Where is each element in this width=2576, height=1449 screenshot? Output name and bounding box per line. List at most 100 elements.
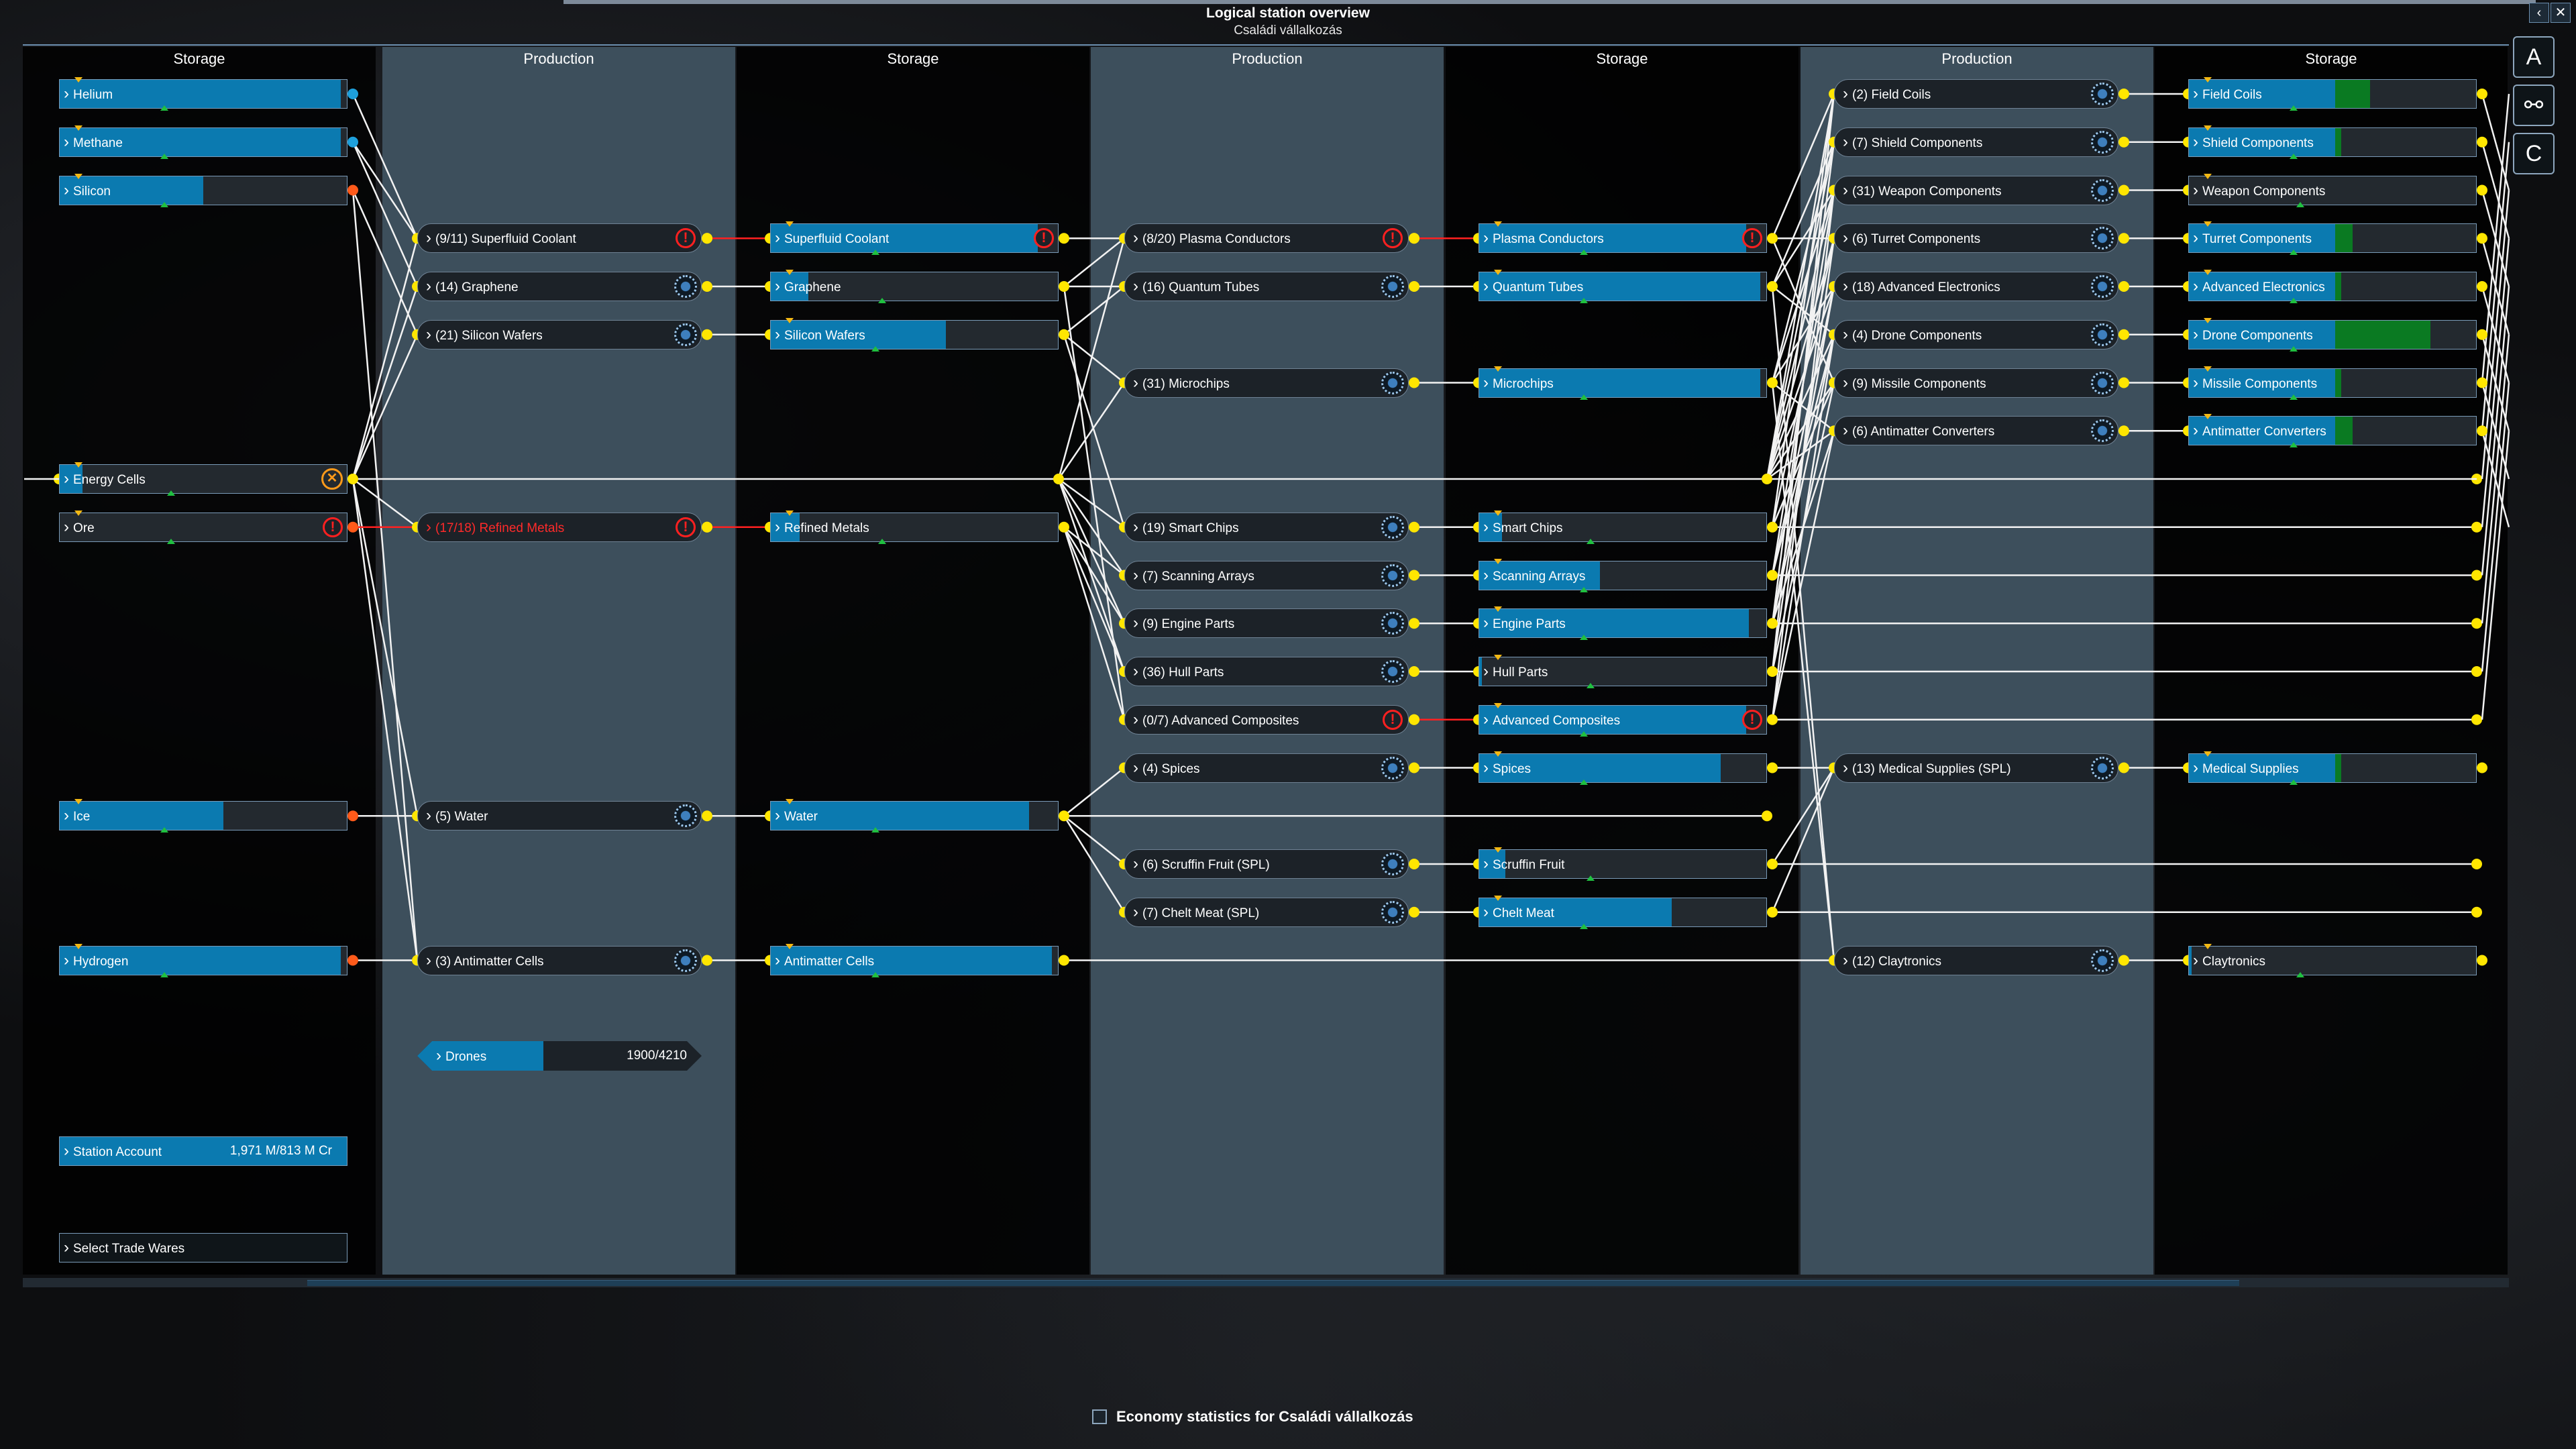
- storage-smart-chips[interactable]: Smart Chips: [1479, 510, 1767, 544]
- storage-ice[interactable]: Ice: [59, 799, 347, 833]
- storage-turret-components[interactable]: Turret Components: [2188, 221, 2477, 256]
- production-chelt-meat[interactable]: (7) Chelt Meat (SPL): [1124, 897, 1409, 927]
- production-superfluid-coolant[interactable]: (9/11) Superfluid Coolant!: [417, 223, 702, 254]
- economy-checkbox[interactable]: [1092, 1409, 1107, 1425]
- storage-plasma-conductors[interactable]: Plasma Conductors!: [1479, 221, 1767, 256]
- production-drone-components[interactable]: (4) Drone Components: [1834, 319, 2118, 350]
- storage-superfluid-coolant[interactable]: Superfluid Coolant!: [770, 221, 1059, 256]
- production-field-coils[interactable]: (2) Field Coils: [1834, 79, 2118, 109]
- production-antimatter-converters[interactable]: (6) Antimatter Converters: [1834, 416, 2118, 446]
- production-advanced-composites[interactable]: (0/7) Advanced Composites!: [1124, 704, 1409, 735]
- production-shield-components[interactable]: (7) Shield Components: [1834, 127, 2118, 157]
- station-account-button[interactable]: Station Account 1,971 M/813 M Cr: [59, 1136, 347, 1166]
- storage-silicon-wafers[interactable]: Silicon Wafers: [770, 317, 1059, 352]
- credits-icon[interactable]: C: [2513, 133, 2555, 174]
- production-engine-parts[interactable]: (9) Engine Parts: [1124, 608, 1409, 639]
- node-label: Claytronics: [2189, 947, 2265, 976]
- production-claytronics[interactable]: (12) Claytronics: [1834, 945, 2118, 975]
- min-marker-icon: [2204, 270, 2212, 275]
- max-marker-icon: [878, 538, 886, 544]
- production-silicon-wafers[interactable]: (21) Silicon Wafers: [417, 319, 702, 350]
- storage-energy-cells[interactable]: Energy Cells✕: [59, 462, 347, 496]
- production-graphene[interactable]: (14) Graphene: [417, 272, 702, 301]
- production-water[interactable]: (5) Water: [417, 801, 702, 831]
- storage-methane[interactable]: Methane: [59, 125, 347, 159]
- production-spices[interactable]: (4) Spices: [1124, 753, 1409, 783]
- node-label: Hydrogen: [60, 947, 128, 976]
- storage-extra-fill-bar: [2335, 272, 2341, 301]
- storage-scruffin-fruit[interactable]: Scruffin Fruit: [1479, 847, 1767, 881]
- storage-spices[interactable]: Spices: [1479, 751, 1767, 785]
- storage-scanning-arrays[interactable]: Scanning Arrays: [1479, 558, 1767, 592]
- storage-refined-metals[interactable]: Refined Metals: [770, 510, 1059, 544]
- min-marker-icon: [1494, 366, 1502, 372]
- storage-microchips[interactable]: Microchips: [1479, 366, 1767, 400]
- storage-antimatter-cells[interactable]: Antimatter Cells: [770, 943, 1059, 977]
- min-marker-icon: [74, 510, 83, 516]
- storage-graphene[interactable]: Graphene: [770, 270, 1059, 303]
- production-medical-supplies[interactable]: (13) Medical Supplies (SPL): [1834, 753, 2118, 783]
- node-label: Antimatter Cells: [771, 947, 874, 976]
- max-marker-icon: [1580, 298, 1588, 303]
- connections-icon[interactable]: ⚯: [2513, 85, 2555, 126]
- production-smart-chips[interactable]: (19) Smart Chips: [1124, 512, 1409, 542]
- production-refined-metals[interactable]: (17/18) Refined Metals!: [417, 512, 702, 542]
- max-marker-icon: [1580, 923, 1588, 929]
- production-hull-parts[interactable]: (36) Hull Parts: [1124, 657, 1409, 686]
- storage-water[interactable]: Water: [770, 799, 1059, 833]
- storage-chelt-meat[interactable]: Chelt Meat: [1479, 895, 1767, 929]
- storage-engine-parts[interactable]: Engine Parts: [1479, 606, 1767, 641]
- storage-hull-parts[interactable]: Hull Parts: [1479, 655, 1767, 688]
- max-marker-icon: [1580, 250, 1588, 256]
- node-label: Field Coils: [2189, 80, 2262, 109]
- production-plasma-conductors[interactable]: (8/20) Plasma Conductors!: [1124, 223, 1409, 254]
- node-label: (6) Antimatter Converters: [1835, 417, 1994, 446]
- storage-silicon[interactable]: Silicon: [59, 173, 347, 207]
- node-label: (7) Scanning Arrays: [1125, 561, 1254, 591]
- horizontal-scrollbar-thumb[interactable]: [307, 1280, 2239, 1286]
- production-scanning-arrays[interactable]: (7) Scanning Arrays: [1124, 560, 1409, 591]
- storage-claytronics[interactable]: Claytronics: [2188, 943, 2477, 977]
- gear-icon: [2091, 178, 2114, 202]
- production-scruffin-fruit[interactable]: (6) Scruffin Fruit (SPL): [1124, 849, 1409, 879]
- storage-quantum-tubes[interactable]: Quantum Tubes: [1479, 270, 1767, 303]
- max-marker-icon: [2290, 250, 2298, 256]
- storage-advanced-composites[interactable]: Advanced Composites!: [1479, 702, 1767, 737]
- storage-missile-components[interactable]: Missile Components: [2188, 366, 2477, 400]
- min-marker-icon: [2204, 221, 2212, 227]
- storage-weapon-components[interactable]: Weapon Components: [2188, 173, 2477, 207]
- warning-icon: !: [1383, 228, 1403, 249]
- production-missile-components[interactable]: (9) Missile Components: [1834, 368, 2118, 398]
- storage-shield-components[interactable]: Shield Components: [2188, 125, 2477, 159]
- min-marker-icon: [1494, 558, 1502, 564]
- storage-medical-supplies[interactable]: Medical Supplies: [2188, 751, 2477, 785]
- storage-helium[interactable]: Helium: [59, 77, 347, 111]
- storage-advanced-electronics[interactable]: Advanced Electronics: [2188, 270, 2477, 303]
- node-label: Graphene: [771, 272, 841, 302]
- production-advanced-electronics[interactable]: (18) Advanced Electronics: [1834, 272, 2118, 301]
- storage-drone-components[interactable]: Drone Components: [2188, 317, 2477, 352]
- production-turret-components[interactable]: (6) Turret Components: [1834, 223, 2118, 254]
- production-microchips[interactable]: (31) Microchips: [1124, 368, 1409, 398]
- storage-ore[interactable]: Ore!: [59, 510, 347, 544]
- autopilot-icon[interactable]: A: [2513, 36, 2555, 78]
- back-icon[interactable]: ‹: [2529, 3, 2549, 23]
- min-marker-icon: [1494, 606, 1502, 612]
- close-icon[interactable]: ✕: [2551, 3, 2571, 23]
- select-trade-wares-button[interactable]: Select Trade Wares: [59, 1233, 347, 1263]
- production-antimatter-cells[interactable]: (3) Antimatter Cells: [417, 945, 702, 975]
- max-marker-icon: [2290, 394, 2298, 400]
- node-label: Shield Components: [2189, 128, 2314, 158]
- storage-extra-fill-bar: [2335, 224, 2353, 253]
- node-label: (9) Engine Parts: [1125, 609, 1234, 639]
- storage-antimatter-converters[interactable]: Antimatter Converters: [2188, 414, 2477, 448]
- storage-field-coils[interactable]: Field Coils: [2188, 77, 2477, 111]
- production-quantum-tubes[interactable]: (16) Quantum Tubes: [1124, 272, 1409, 301]
- storage-hydrogen[interactable]: Hydrogen: [59, 943, 347, 977]
- storage-extra-fill-bar: [2335, 417, 2353, 445]
- drones-bar[interactable]: Drones 1900/4210: [417, 1041, 702, 1071]
- node-label: Spices: [1479, 754, 1531, 784]
- node-label: (31) Microchips: [1125, 369, 1230, 398]
- production-weapon-components[interactable]: (31) Weapon Components: [1834, 175, 2118, 205]
- economy-statistics-toggle[interactable]: Economy statistics for Családi vállalkoz…: [1092, 1407, 1413, 1426]
